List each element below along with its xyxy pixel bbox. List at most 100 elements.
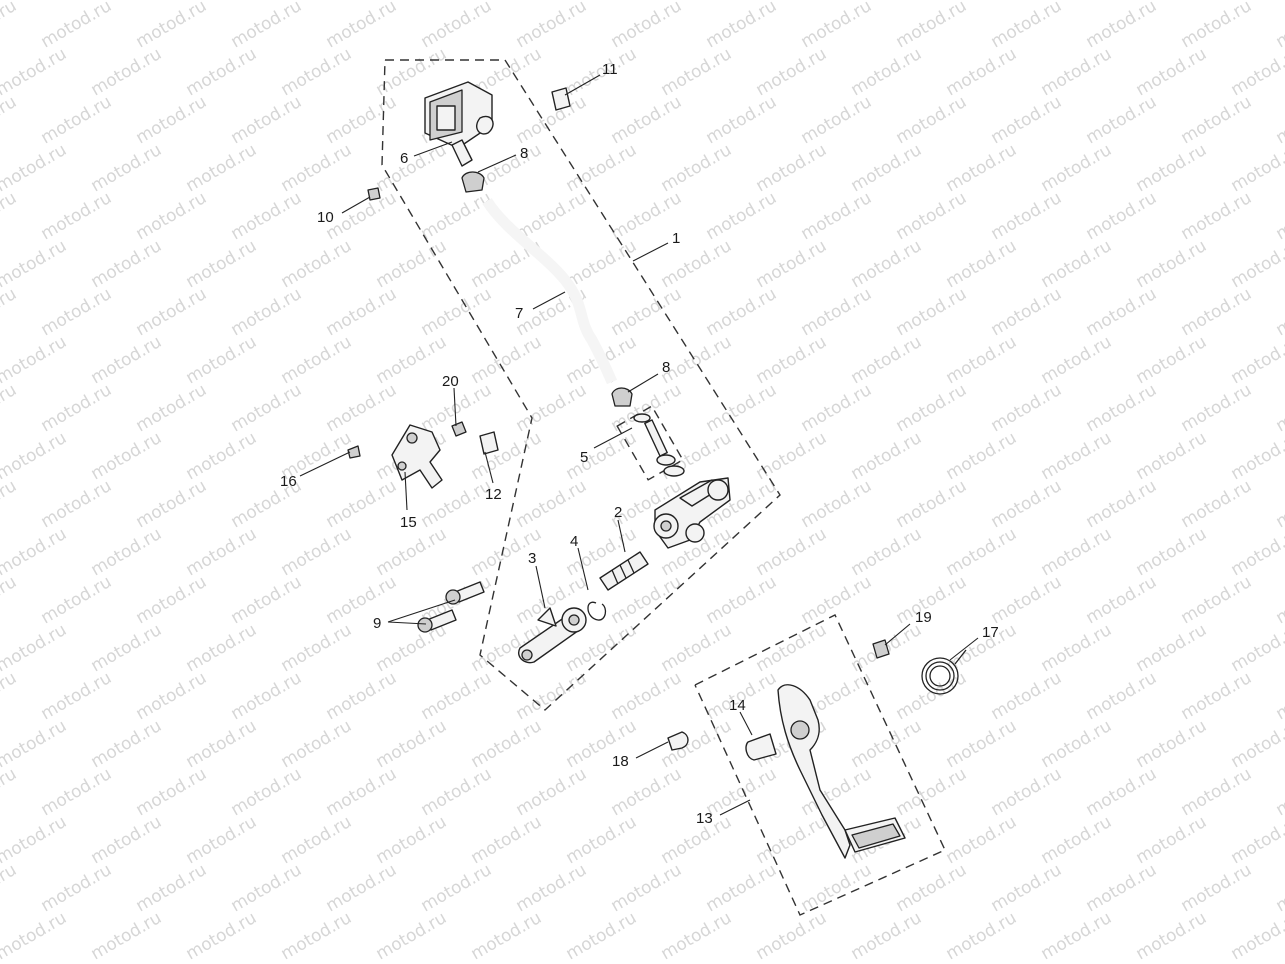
watermark-text: motod.ru bbox=[0, 44, 70, 100]
circlip bbox=[587, 601, 607, 621]
watermark-text: motod.ru bbox=[1178, 572, 1256, 628]
watermark-text: motod.ru bbox=[1083, 188, 1161, 244]
watermark-text: motod.ru bbox=[798, 0, 876, 52]
watermark-text: motod.ru bbox=[278, 524, 356, 580]
return-spring bbox=[921, 649, 967, 695]
watermark-text: motod.ru bbox=[1133, 332, 1211, 388]
callout-12: 12 bbox=[485, 486, 502, 503]
watermark-text: motod.ru bbox=[278, 812, 356, 868]
brake-pedal bbox=[777, 684, 906, 859]
watermark-text: motod.ru bbox=[183, 908, 261, 964]
watermark-text: motod.ru bbox=[418, 764, 496, 820]
callout-6: 6 bbox=[400, 150, 408, 167]
watermark-text: motod.ru bbox=[133, 572, 211, 628]
watermark-text: motod.ru bbox=[1038, 44, 1116, 100]
watermark-text: motod.ru bbox=[893, 284, 971, 340]
watermark-text: motod.ru bbox=[1083, 572, 1161, 628]
watermark-text: motod.ru bbox=[183, 620, 261, 676]
watermark-text: motod.ru bbox=[703, 92, 781, 148]
watermark-text: motod.ru bbox=[88, 140, 166, 196]
watermark-text: motod.ru bbox=[0, 428, 70, 484]
watermark-text: motod.ru bbox=[943, 332, 1021, 388]
watermark-text: motod.ru bbox=[228, 188, 306, 244]
watermark-text: motod.ru bbox=[323, 860, 401, 916]
leader-lines bbox=[299, 74, 979, 816]
watermark-text: motod.ru bbox=[183, 428, 261, 484]
watermark-text: motod.ru bbox=[1273, 380, 1285, 436]
watermark-text: motod.ru bbox=[943, 908, 1021, 964]
watermark-text: motod.ru bbox=[513, 668, 591, 724]
callout-9: 9 bbox=[373, 615, 381, 632]
watermark-text: motod.ru bbox=[0, 572, 20, 628]
pivot-bolt bbox=[667, 731, 689, 751]
watermark-text: motod.ru bbox=[608, 0, 686, 52]
watermark-text: motod.ru bbox=[513, 860, 591, 916]
watermark-text: motod.ru bbox=[608, 860, 686, 916]
watermark-text: motod.ru bbox=[0, 332, 70, 388]
watermark-text: motod.ru bbox=[988, 284, 1066, 340]
watermark-text: motod.ru bbox=[1228, 812, 1285, 868]
watermark-text: motod.ru bbox=[1228, 908, 1285, 964]
watermark-text: motod.ru bbox=[798, 380, 876, 436]
watermark-text: motod.ru bbox=[88, 236, 166, 292]
watermark-text: motod.ru bbox=[418, 188, 496, 244]
watermark-text: motod.ru bbox=[1228, 524, 1285, 580]
watermark-text: motod.ru bbox=[0, 764, 20, 820]
watermark-text: motod.ru bbox=[468, 908, 546, 964]
watermark-text: motod.ru bbox=[563, 428, 641, 484]
watermark-text: motod.ru bbox=[943, 140, 1021, 196]
hose-clip-lower bbox=[611, 387, 633, 407]
watermark-text: motod.ru bbox=[1083, 764, 1161, 820]
watermark-text: motod.ru bbox=[418, 0, 496, 52]
watermark-text: motod.ru bbox=[373, 524, 451, 580]
reservoir bbox=[424, 81, 494, 167]
watermark-text: motod.ru bbox=[513, 764, 591, 820]
clevis bbox=[518, 607, 587, 664]
watermark-text: motod.ru bbox=[1273, 284, 1285, 340]
watermark-text: motod.ru bbox=[228, 380, 306, 436]
watermark-text: motod.ru bbox=[988, 668, 1066, 724]
watermark-text: motod.ru bbox=[848, 908, 926, 964]
watermark-text: motod.ru bbox=[893, 0, 971, 52]
watermark-text: motod.ru bbox=[323, 188, 401, 244]
callout-11: 11 bbox=[602, 61, 618, 78]
watermark-text: motod.ru bbox=[0, 668, 20, 724]
watermark-text: motod.ru bbox=[798, 188, 876, 244]
watermark-text: motod.ru bbox=[848, 332, 926, 388]
watermark-text: motod.ru bbox=[0, 812, 70, 868]
watermark-text: motod.ru bbox=[1038, 236, 1116, 292]
watermark-text: motod.ru bbox=[38, 284, 116, 340]
watermark-text: motod.ru bbox=[848, 44, 926, 100]
watermark-text: motod.ru bbox=[893, 764, 971, 820]
watermark-text: motod.ru bbox=[1083, 860, 1161, 916]
watermark-text: motod.ru bbox=[703, 0, 781, 52]
watermark-text: motod.ru bbox=[1038, 428, 1116, 484]
watermark-text: motod.ru bbox=[1133, 620, 1211, 676]
watermark-text: motod.ru bbox=[1228, 428, 1285, 484]
watermark-text: motod.ru bbox=[1228, 140, 1285, 196]
watermark-text: motod.ru bbox=[1133, 716, 1211, 772]
watermark-text: motod.ru bbox=[658, 44, 736, 100]
watermark-text: motod.ru bbox=[513, 0, 591, 52]
watermark-text: motod.ru bbox=[848, 428, 926, 484]
watermark-text: motod.ru bbox=[133, 764, 211, 820]
watermark-text: motod.ru bbox=[88, 524, 166, 580]
master-cylinder bbox=[653, 477, 731, 549]
watermark-text: motod.ru bbox=[373, 140, 451, 196]
watermark-text: motod.ru bbox=[278, 332, 356, 388]
watermark-text: motod.ru bbox=[183, 140, 261, 196]
watermark-text: motod.ru bbox=[563, 908, 641, 964]
watermark-text: motod.ru bbox=[1083, 668, 1161, 724]
watermark-text: motod.ru bbox=[988, 0, 1066, 52]
watermark-text: motod.ru bbox=[608, 668, 686, 724]
watermark-text: motod.ru bbox=[0, 284, 20, 340]
watermark-text: motod.ru bbox=[1083, 380, 1161, 436]
watermark-text: motod.ru bbox=[753, 332, 831, 388]
watermark-text: motod.ru bbox=[658, 140, 736, 196]
watermark-text: motod.ru bbox=[133, 668, 211, 724]
watermark-text: motod.ru bbox=[798, 284, 876, 340]
callout-16: 16 bbox=[280, 473, 297, 490]
watermark-text: motod.ru bbox=[278, 140, 356, 196]
watermark-text: motod.ru bbox=[373, 812, 451, 868]
watermark-text: motod.ru bbox=[988, 380, 1066, 436]
